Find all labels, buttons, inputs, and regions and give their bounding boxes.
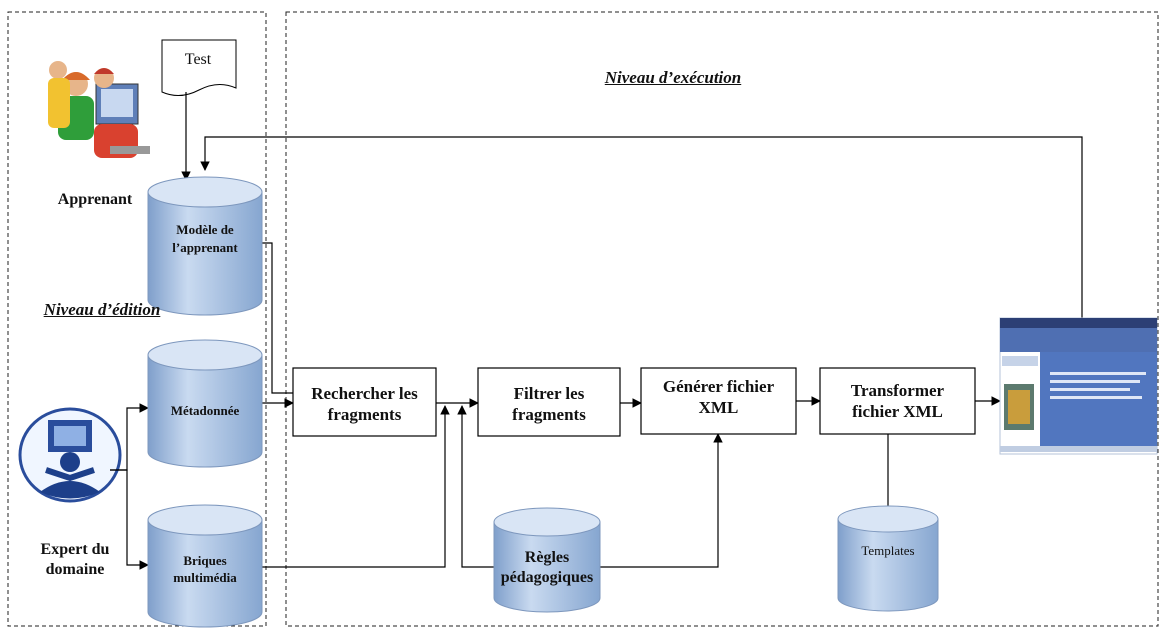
expert-label-line2: domaine: [45, 561, 105, 578]
test-document-label: Test: [184, 51, 212, 68]
web-page-screenshot-icon: [999, 317, 1158, 455]
transform-box-line1: Transformer: [850, 381, 945, 400]
edition-level-frame: [7, 11, 267, 627]
edition-level-title: Niveau d’édition: [43, 300, 161, 319]
learner-model-label-line1: Modèle de: [176, 222, 234, 237]
generate-box-line2: XML: [698, 398, 739, 417]
execution-level-title: Niveau d’exécution: [604, 68, 742, 87]
transform-xml-box: [819, 367, 976, 435]
learner-model-label-line2: l’apprenant: [172, 240, 238, 255]
rules-label-line2: pédagogiques: [500, 569, 594, 586]
templates-database: [837, 505, 939, 612]
filter-box-line2: fragments: [512, 405, 586, 424]
execution-level-frame: [285, 11, 1159, 627]
expert-meditating-icon: [18, 407, 122, 503]
metadata-label: Métadonnée: [170, 403, 240, 418]
filter-fragments-box: [477, 367, 621, 437]
media-label-line1: Briques: [183, 553, 227, 568]
search-box-line1: Rechercher les: [311, 384, 418, 403]
generate-box-line1: Générer fichier: [662, 377, 775, 396]
learner-model-database: [147, 176, 263, 316]
templates-label: Templates: [861, 543, 915, 558]
multimedia-bricks-database: [147, 504, 263, 628]
learner-label: Apprenant: [57, 191, 133, 208]
test-document-shape: [161, 39, 237, 96]
media-label-line2: multimédia: [173, 570, 237, 585]
expert-label-line1: Expert du: [40, 541, 110, 558]
search-fragments-box: [292, 367, 437, 437]
filter-box-line1: Filtrer les: [513, 384, 585, 403]
search-box-line2: fragments: [327, 405, 402, 424]
transform-box-line2: fichier XML: [852, 402, 943, 421]
rules-label-line1: Règles: [524, 549, 570, 566]
generate-xml-box: [640, 367, 797, 435]
pedagogical-rules-database: [493, 507, 601, 613]
metadata-database: [147, 339, 263, 468]
learners-at-computer-icon: [48, 61, 150, 158]
connectors: [110, 92, 1083, 570]
